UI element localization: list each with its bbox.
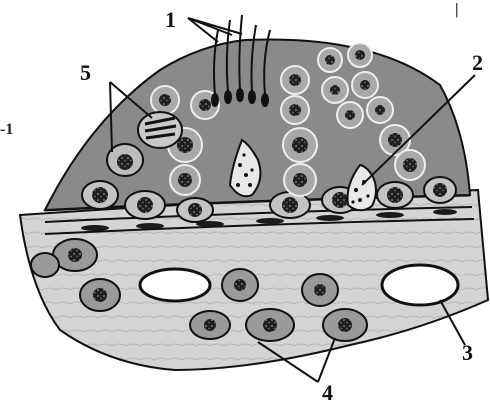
edge-mark-top: | bbox=[455, 1, 459, 18]
edge-mark-left: -1 bbox=[0, 121, 13, 138]
label-1: 1 bbox=[165, 7, 176, 32]
label-3: 3 bbox=[462, 340, 473, 365]
label-5: 5 bbox=[80, 60, 91, 85]
label-2: 2 bbox=[472, 50, 483, 75]
label-4: 4 bbox=[322, 380, 333, 405]
